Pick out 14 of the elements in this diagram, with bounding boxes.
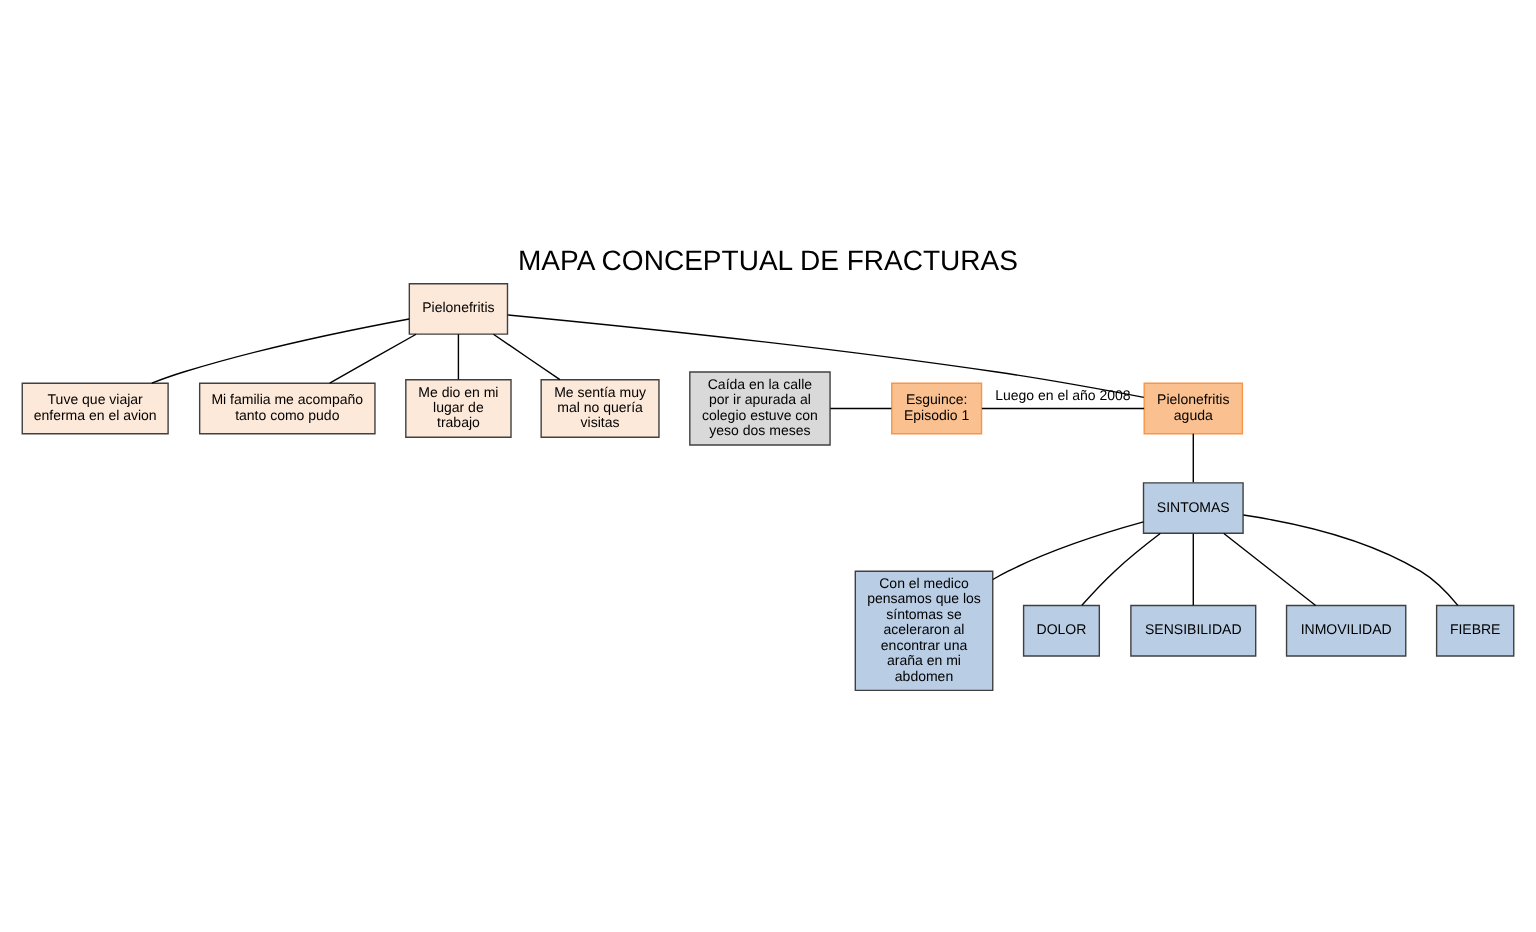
connector <box>1192 533 1194 606</box>
connector <box>1192 433 1194 484</box>
connector <box>506 314 1145 399</box>
connector <box>981 407 1145 410</box>
connector <box>492 333 561 381</box>
connector <box>457 333 460 381</box>
diagram-title: MAPA CONCEPTUAL DE FRACTURAS <box>518 243 1018 276</box>
connector <box>151 318 410 384</box>
connector <box>992 521 1145 581</box>
connector <box>1223 532 1317 607</box>
connector <box>329 333 417 384</box>
connector <box>829 407 893 410</box>
connector <box>1242 514 1459 607</box>
connector <box>1081 532 1161 607</box>
